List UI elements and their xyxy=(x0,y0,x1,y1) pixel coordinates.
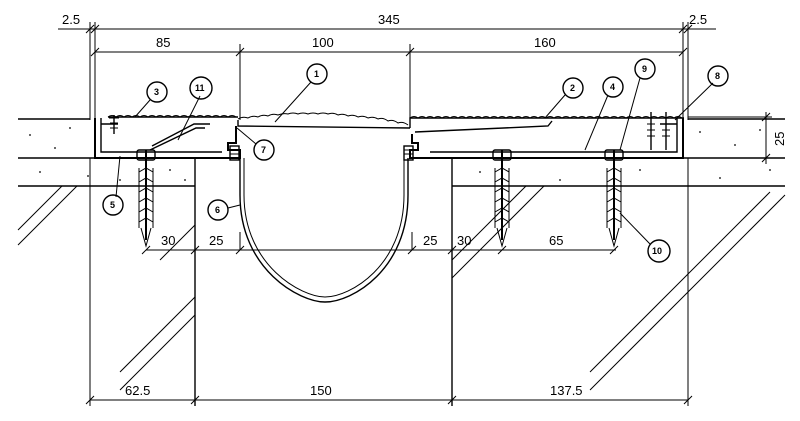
concrete-slab xyxy=(17,118,786,406)
svg-text:9: 9 xyxy=(642,64,647,74)
svg-text:5: 5 xyxy=(110,200,115,210)
svg-text:1: 1 xyxy=(314,69,319,79)
dim-overall: 345 xyxy=(378,12,400,27)
dim-anchor-right-spacing: 65 xyxy=(549,233,563,248)
svg-text:8: 8 xyxy=(715,71,720,81)
callout-9: 9 xyxy=(619,58,656,151)
svg-text:10: 10 xyxy=(652,246,662,256)
callout-10: 10 xyxy=(619,212,671,263)
callout-11: 11 xyxy=(177,76,213,141)
anchor-center-right xyxy=(492,149,512,248)
svg-text:3: 3 xyxy=(154,87,159,97)
dim-bottom-right: 137.5 xyxy=(550,383,583,398)
dim-right-plate: 160 xyxy=(534,35,556,50)
callout-6: 6 xyxy=(207,199,241,221)
bottom-extension-lines xyxy=(89,158,689,406)
flexible-u-seal xyxy=(229,145,414,303)
side-dimension-line xyxy=(688,112,772,164)
svg-text:6: 6 xyxy=(215,205,220,215)
dim-center-plate: 100 xyxy=(312,35,334,50)
dim-left-plate: 85 xyxy=(156,35,170,50)
left-frame-profile xyxy=(94,115,241,159)
bottom-dimension-lines xyxy=(85,395,693,405)
dim-right-gap: 2.5 xyxy=(689,12,707,27)
dim-anchor-right-offset: 30 xyxy=(457,233,471,248)
dim-bottom-left: 62.5 xyxy=(125,383,150,398)
callout-7: 7 xyxy=(236,127,275,161)
anchor-left xyxy=(136,149,156,248)
dim-anchor-left-offset: 30 xyxy=(161,233,175,248)
dim-side-thickness: 25 xyxy=(772,132,787,146)
callout-4: 4 xyxy=(584,76,624,151)
dim-left-gap: 2.5 xyxy=(62,12,80,27)
svg-text:11: 11 xyxy=(195,83,205,93)
top-dimension-lines xyxy=(58,22,716,120)
svg-text:2: 2 xyxy=(570,83,575,93)
callout-8: 8 xyxy=(674,65,729,121)
callout-3: 3 xyxy=(134,81,168,118)
svg-text:4: 4 xyxy=(610,82,615,92)
cover-plates xyxy=(107,112,684,133)
dim-bottom-center: 150 xyxy=(310,383,332,398)
callout-5: 5 xyxy=(102,155,124,216)
callout-1: 1 xyxy=(274,63,328,123)
anchor-dimension-lines xyxy=(141,245,619,255)
dim-anchor-right-edge: 25 xyxy=(423,233,437,248)
callout-2: 2 xyxy=(544,77,584,119)
anchor-far-right xyxy=(604,149,624,248)
right-frame-profile xyxy=(409,112,684,159)
svg-text:7: 7 xyxy=(261,145,266,155)
dim-anchor-left-edge: 25 xyxy=(209,233,223,248)
